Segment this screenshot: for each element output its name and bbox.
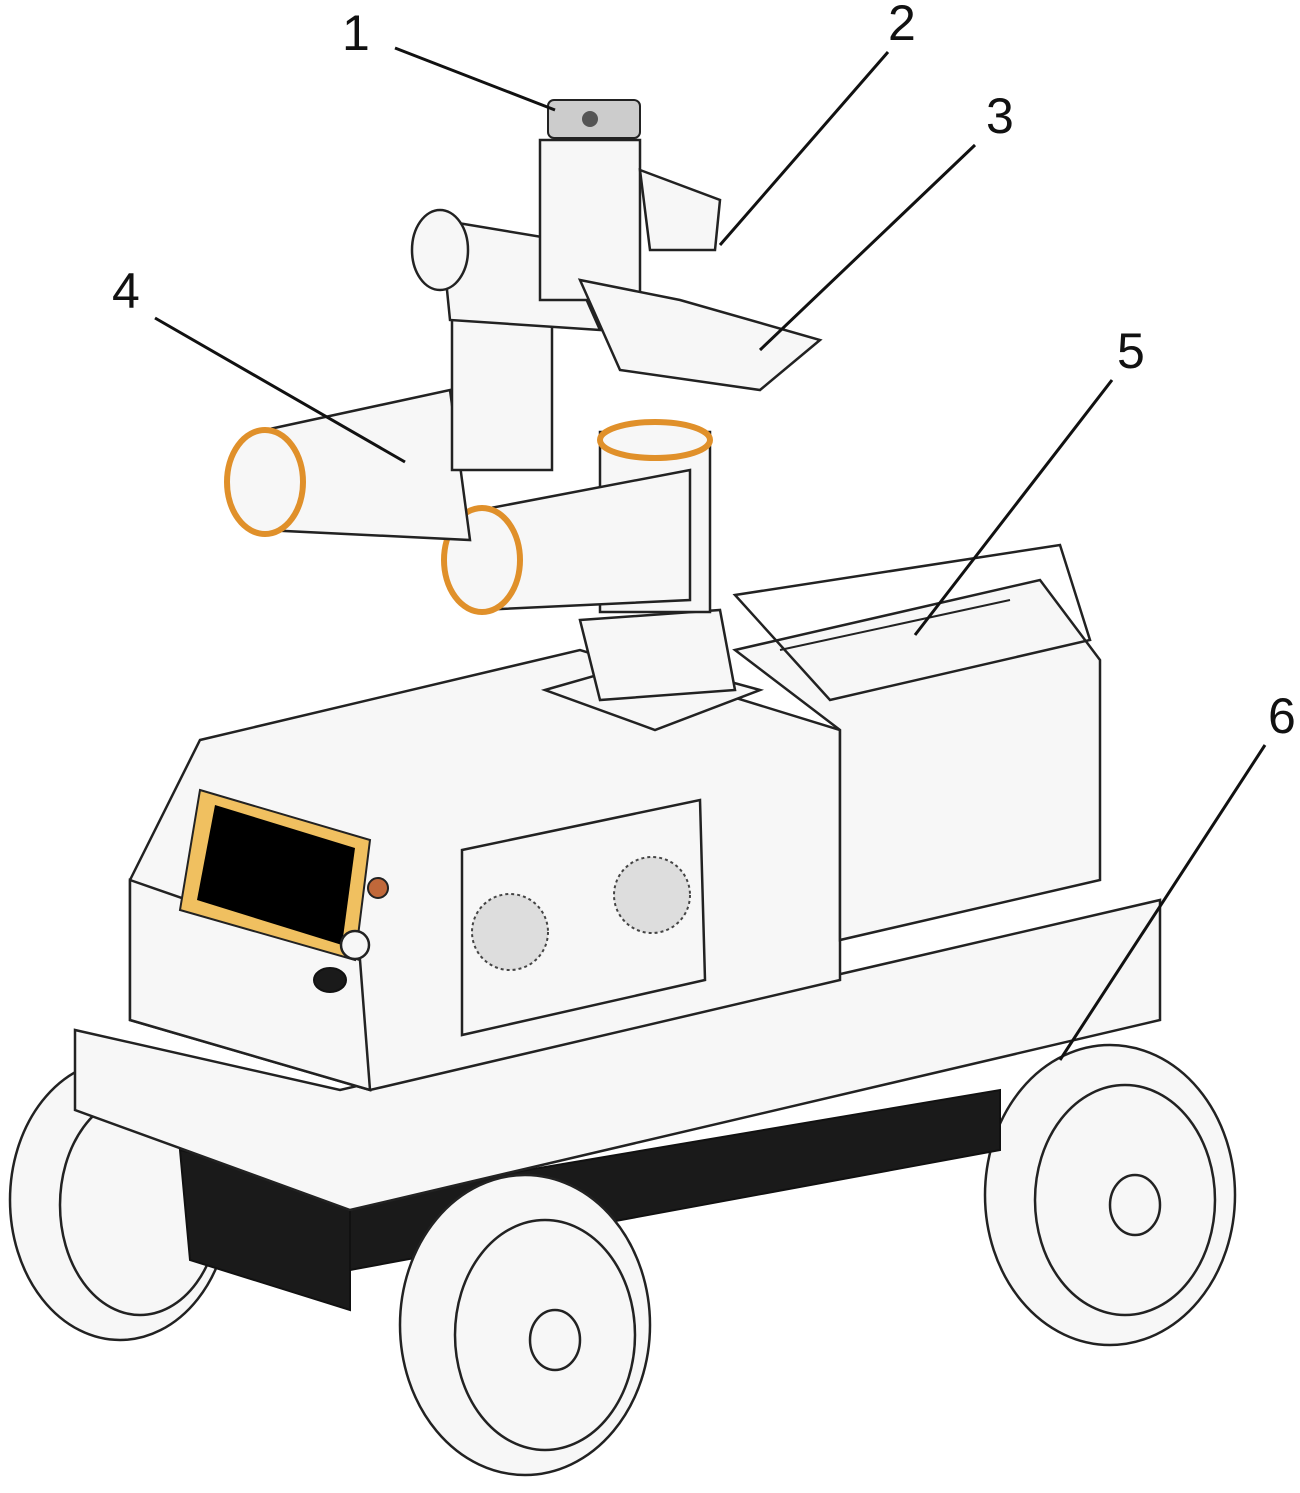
camera-mount [538, 138, 642, 302]
chassis-base [73, 898, 1162, 1212]
gripper [638, 168, 722, 252]
svg-text:2: 2 [888, 0, 916, 51]
storage-bin [732, 543, 1092, 702]
speaker-grille-right [613, 856, 691, 934]
touch-screen [178, 788, 372, 962]
port-cap [313, 967, 347, 993]
callout-4: 4 [112, 263, 406, 464]
callout-5: 5 [913, 323, 1145, 636]
rear-right-wheel [983, 1043, 1237, 1347]
dexterous-hand [577, 278, 823, 392]
svg-text:6: 6 [1268, 688, 1296, 744]
svg-text:1: 1 [342, 5, 370, 61]
svg-text:3: 3 [986, 88, 1014, 144]
callout-6: 6 [1058, 688, 1296, 1061]
callout-2: 2 [718, 0, 916, 246]
svg-text:4: 4 [112, 263, 140, 319]
callout-1: 1 [342, 5, 556, 112]
front-right-wheel [398, 1173, 652, 1477]
storage-box [732, 578, 1102, 942]
port-icon [339, 929, 371, 961]
arm-elbow [450, 298, 554, 472]
callout-3: 3 [758, 88, 1014, 352]
svg-text:5: 5 [1117, 323, 1145, 379]
arm-base-mount [578, 608, 737, 702]
speaker-grille-left [471, 893, 549, 971]
power-button [367, 877, 389, 899]
